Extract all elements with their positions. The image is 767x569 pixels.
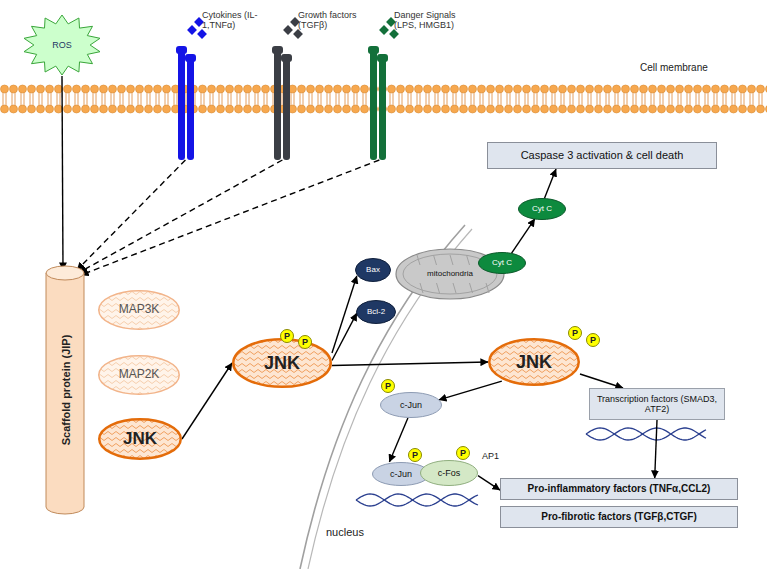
- output-box: Pro-fibrotic factors (TGFβ,CTGF): [500, 506, 738, 528]
- cytochrome-c: Cyt C: [518, 198, 566, 220]
- arrow: [332, 313, 357, 360]
- dashed-arrow: [81, 160, 379, 275]
- jnk-oval: JNK: [232, 338, 332, 388]
- kinase-oval: MAP3K: [98, 290, 180, 330]
- node-text: MAP3K: [119, 303, 160, 317]
- arrow: [389, 418, 408, 462]
- node-text: c-Jun: [390, 469, 412, 479]
- arrow: [182, 363, 232, 439]
- node-text: Scaffold protein (JIP): [60, 335, 72, 446]
- region-label: nucleus: [326, 526, 364, 538]
- arrow: [439, 381, 502, 400]
- growth-factor-receptor-outline: [268, 8, 358, 160]
- outcome-box: Caspase 3 activation & cell death: [487, 142, 717, 169]
- arrow: [62, 76, 63, 270]
- node-text: JNK: [516, 352, 552, 373]
- bcl2-protein: Bcl-2: [356, 300, 396, 324]
- complex-label: AP1: [482, 451, 499, 461]
- phospho-tag: P: [568, 326, 582, 340]
- phospho-tag: P: [381, 379, 395, 393]
- danger-receptor-outline: [364, 8, 460, 160]
- phospho-tag: P: [586, 333, 600, 347]
- phospho-tag: P: [456, 446, 470, 460]
- node-text: Danger Signals (LPS, HMGB1): [394, 10, 460, 31]
- factor-box: Transcription factors (SMAD3, ATF2): [589, 388, 725, 420]
- node-text: JNK: [123, 429, 157, 449]
- cytokine-receptor: Cytokines (IL-1,TNFα): [172, 8, 256, 160]
- node-text: MAP2K: [119, 368, 160, 382]
- phospho-tag: P: [298, 335, 312, 349]
- node-text: Caspase 3 activation & cell death: [521, 149, 684, 162]
- node-text: Transcription factors (SMAD3, ATF2): [593, 394, 721, 415]
- ros-burst: ROS: [22, 14, 102, 76]
- node-text: mitochondria: [427, 269, 473, 278]
- growth-factor-receptor: Growth factors (TGFβ): [268, 8, 358, 160]
- cfos-oval: c-Fos: [420, 460, 478, 486]
- node-text: Cyt C: [532, 204, 552, 213]
- jnk-oval: JNK: [488, 338, 580, 386]
- node-text: ROS: [52, 40, 72, 50]
- danger-receptor: Danger Signals (LPS, HMGB1): [364, 8, 460, 160]
- node-text: Pro-fibrotic factors (TGFβ,CTGF): [541, 511, 697, 523]
- region-label: Cell membrane: [640, 62, 708, 73]
- output-box: Pro-inflammatory factors (TNFα,CCL2): [500, 478, 738, 500]
- node-text: JNK: [264, 353, 300, 374]
- bax-protein: Bax: [355, 258, 391, 282]
- phospho-tag: P: [408, 448, 422, 462]
- arrow: [332, 362, 488, 366]
- arrow: [655, 420, 657, 478]
- node-text: Cytokines (IL-1,TNFα): [202, 10, 258, 31]
- arrow: [580, 374, 623, 388]
- node-text: Pro-inflammatory factors (TNFα,CCL2): [528, 483, 711, 495]
- arrow: [478, 476, 500, 491]
- dashed-arrow: [77, 160, 185, 270]
- node-text: Bcl-2: [367, 307, 385, 316]
- kinase-oval: MAP2K: [98, 355, 180, 395]
- node-text: c-Jun: [400, 400, 422, 410]
- cjun-oval: c-Jun: [380, 392, 442, 418]
- arrow: [332, 276, 357, 353]
- cytokine-receptor-outline: [172, 8, 256, 160]
- node-text: Cyt C: [492, 258, 512, 267]
- node-text: Growth factors (TGFβ): [298, 10, 358, 31]
- node-text: c-Fos: [438, 468, 461, 478]
- cytochrome-c: Cyt C: [478, 252, 526, 274]
- jnk-oval: JNK: [98, 418, 182, 460]
- phospho-tag: P: [280, 329, 294, 343]
- dashed-arrow: [79, 160, 282, 273]
- scaffold-cylinder: Scaffold protein (JIP): [45, 265, 85, 515]
- node-text: Bax: [366, 265, 380, 274]
- arrow: [544, 169, 556, 198]
- arrow: [512, 219, 535, 253]
